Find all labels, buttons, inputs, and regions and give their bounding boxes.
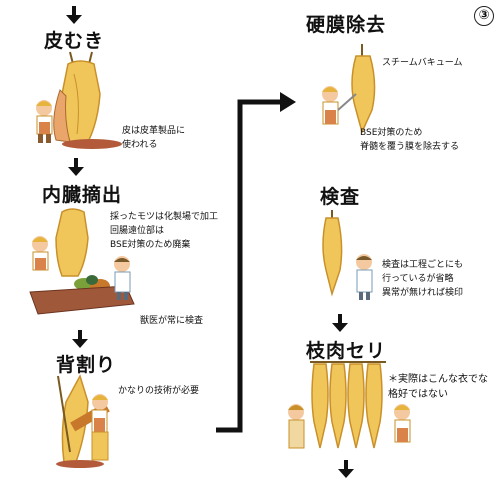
membrane-removal-illustration bbox=[322, 44, 376, 135]
auction-illustration bbox=[288, 361, 411, 449]
down-arrow-icon bbox=[338, 460, 354, 478]
inspection-note: 検査は工程ごとにも 行っているが省略 異常が無ければ検印 bbox=[382, 260, 464, 298]
inspection-illustration bbox=[322, 210, 373, 300]
down-arrow-icon bbox=[68, 158, 84, 176]
evisceration-vet-note: 獣医が常に検査 bbox=[140, 316, 204, 326]
down-arrow-icon bbox=[66, 6, 82, 24]
step-title-hide-removal: 皮むき bbox=[44, 30, 105, 52]
step-title-inspection: 検査 bbox=[320, 186, 361, 208]
membrane-removal-note: BSE対策のため 脊髄を覆う膜を除去する bbox=[360, 128, 460, 152]
page-number-badge: ③ bbox=[474, 6, 494, 26]
steam-vacuum-label: スチームバキューム bbox=[382, 58, 463, 68]
evisceration-illustration bbox=[29, 208, 135, 315]
hide-removal-illustration bbox=[36, 51, 122, 149]
down-arrow-icon bbox=[332, 314, 348, 332]
splitting-note: かなりの技術が必要 bbox=[118, 386, 200, 396]
step-title-deboning: 枝肉セリ bbox=[306, 340, 387, 362]
deboning-note: ＊実際はこんな衣でな 格好ではない bbox=[388, 374, 488, 400]
step-title-membrane-removal: 硬膜除去 bbox=[306, 14, 387, 36]
step-title-evisceration: 内臓摘出 bbox=[42, 184, 123, 206]
hide-removal-note: 皮は皮革製品に 使われる bbox=[122, 126, 186, 150]
evisceration-note: 採ったモツは化製場で加工 回腸遠位部は BSE対策のため廃棄 bbox=[110, 212, 219, 250]
down-arrow-icon bbox=[72, 330, 88, 348]
splitting-illustration bbox=[56, 374, 110, 468]
step-title-splitting: 背割り bbox=[56, 354, 117, 376]
